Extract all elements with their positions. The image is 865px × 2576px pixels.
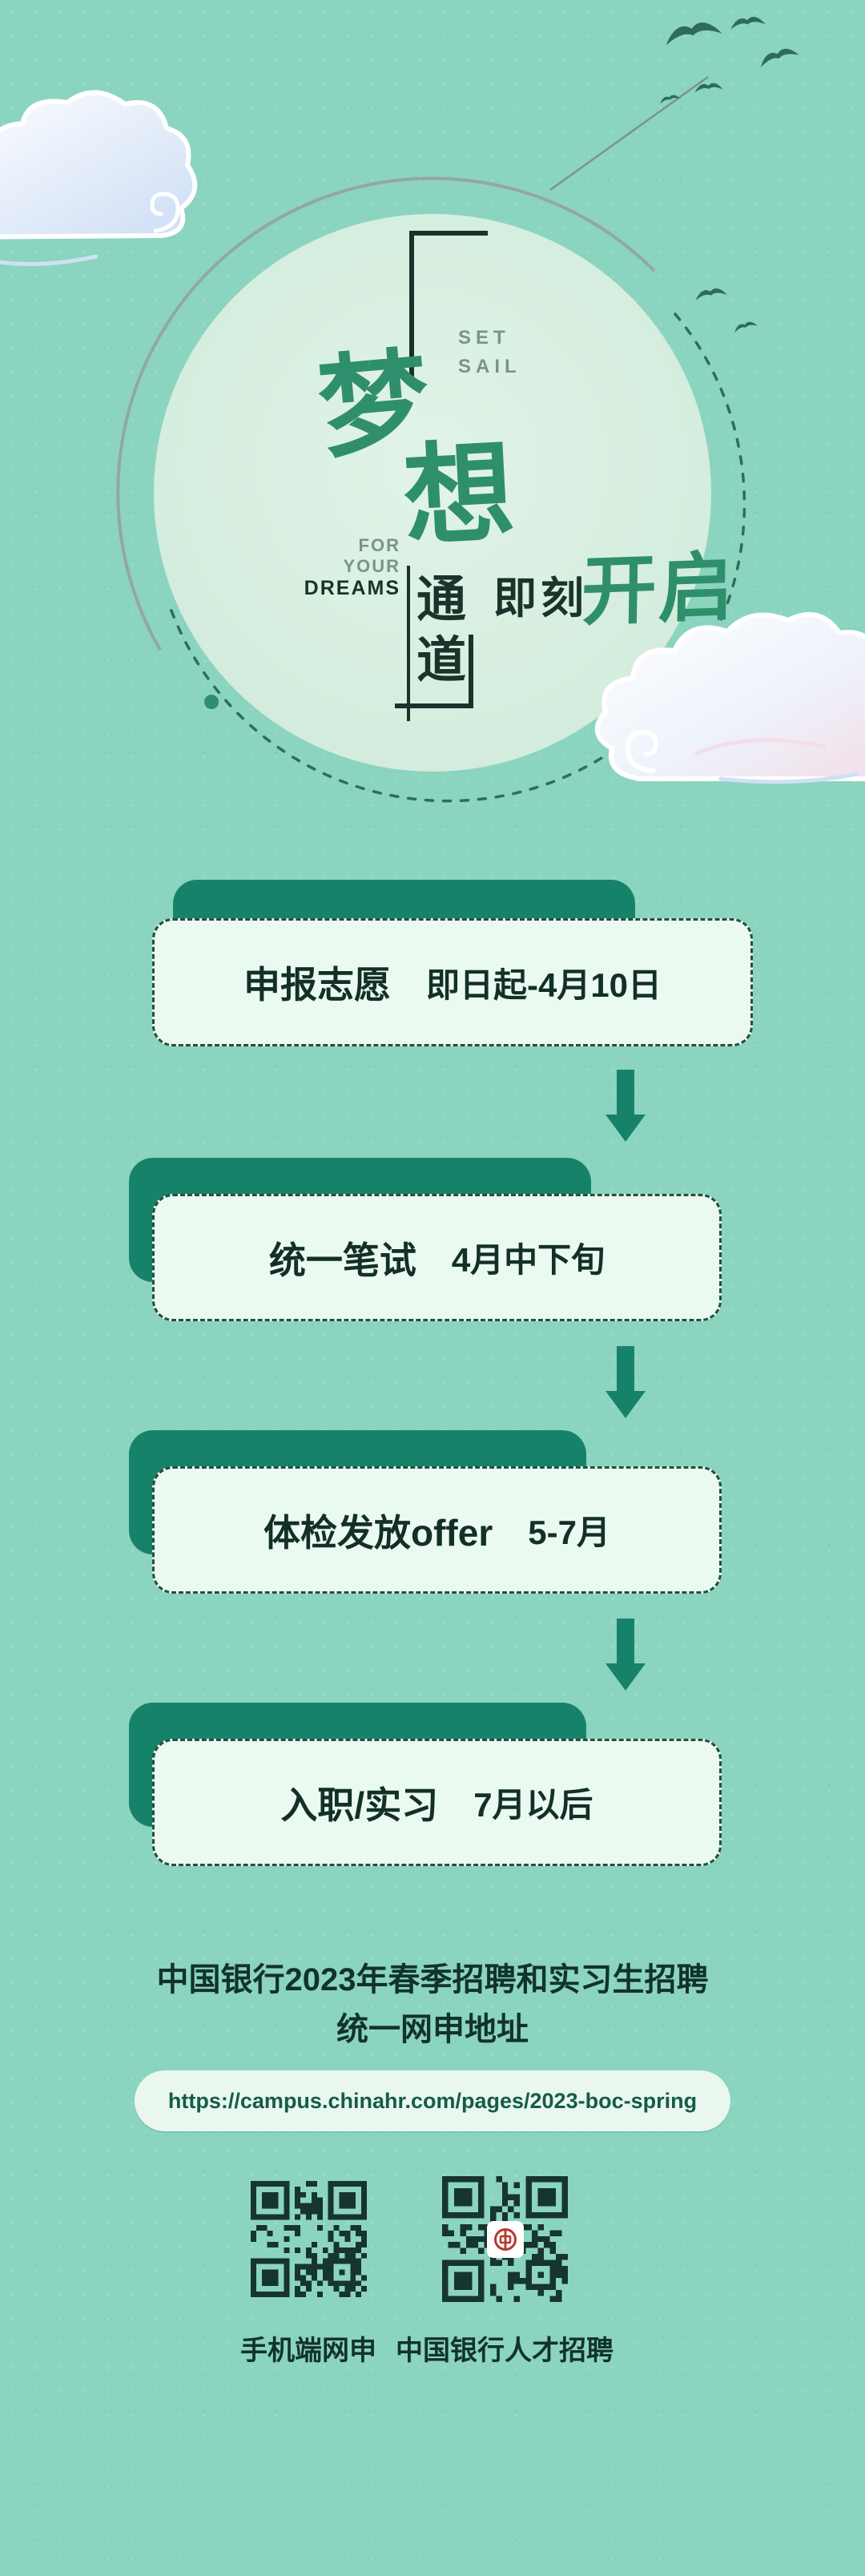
for-line: FOR [358, 535, 400, 555]
set-sail-text: SET SAIL [458, 324, 521, 381]
dashed-arc [168, 312, 746, 803]
cloud-right-icon [594, 611, 865, 784]
step1-time: 即日起-4月10日 [425, 965, 662, 1004]
qr-code-talent [442, 2176, 568, 2302]
qr-code-mobile [251, 2181, 367, 2297]
step4-label: 入职/实习 [280, 1784, 439, 1826]
step3-time: 5-7月 [528, 1514, 610, 1551]
cloud-top-left-icon [0, 90, 198, 267]
bracket-bottom-vertical [469, 635, 473, 708]
step3-label: 体检发放offer [264, 1511, 493, 1554]
your-line: YOUR [343, 555, 400, 576]
qr-left-label: 手机端网申 [240, 2336, 376, 2366]
step1-card: 申报志愿 即日起-4月10日 [152, 918, 753, 1046]
channel-character-2: 道 [416, 633, 466, 688]
application-url-link[interactable]: https://campus.chinahr.com/pages/2023-bo… [134, 2070, 731, 2131]
step2-label: 统一笔试 [268, 1239, 416, 1281]
step3-card: 体检发放offer 5-7月 [152, 1466, 722, 1594]
flying-birds-icon [658, 15, 799, 333]
channel-character-1: 通 [416, 573, 466, 627]
down-arrow-icon [606, 1346, 646, 1418]
tagline-accent: 开启 [580, 546, 736, 635]
bracket-top-horizontal [409, 231, 488, 236]
step2-time: 4月中下旬 [451, 1241, 606, 1279]
tagline-prefix: 即刻 [493, 574, 588, 623]
set-sail-line1: SET [458, 327, 510, 349]
footer-title-line2: 统一网申地址 [336, 2012, 529, 2047]
down-arrow-icon [606, 1070, 646, 1142]
bird-guide-line [549, 75, 709, 191]
bank-logo-icon [486, 2220, 524, 2258]
footer-title-line1: 中国银行2023年春季招聘和实习生招聘 [156, 1962, 709, 1998]
bracket-top-vertical [409, 231, 414, 380]
channel-text: 通 道 [416, 570, 467, 691]
step4-card: 入职/实习 7月以后 [152, 1739, 722, 1866]
hero-decor [0, 15, 865, 803]
hero-circle [154, 214, 711, 772]
step4-time: 7月以后 [473, 1786, 593, 1824]
for-your-dreams-text: FOR YOUR DREAMS [256, 535, 400, 600]
down-arrow-icon [606, 1619, 646, 1691]
dreams-line: DREAMS [304, 576, 400, 599]
divider-vertical-line [407, 566, 410, 721]
step2-card: 统一笔试 4月中下旬 [152, 1194, 722, 1321]
step1-label: 申报志愿 [243, 964, 391, 1006]
accent-dot [204, 695, 219, 709]
dream-character-2: 想 [400, 431, 517, 560]
bracket-bottom-horizontal [395, 703, 473, 708]
qr-right-label: 中国银行人才招聘 [396, 2336, 614, 2366]
set-sail-line2: SAIL [458, 356, 521, 377]
gray-arc [116, 176, 656, 651]
